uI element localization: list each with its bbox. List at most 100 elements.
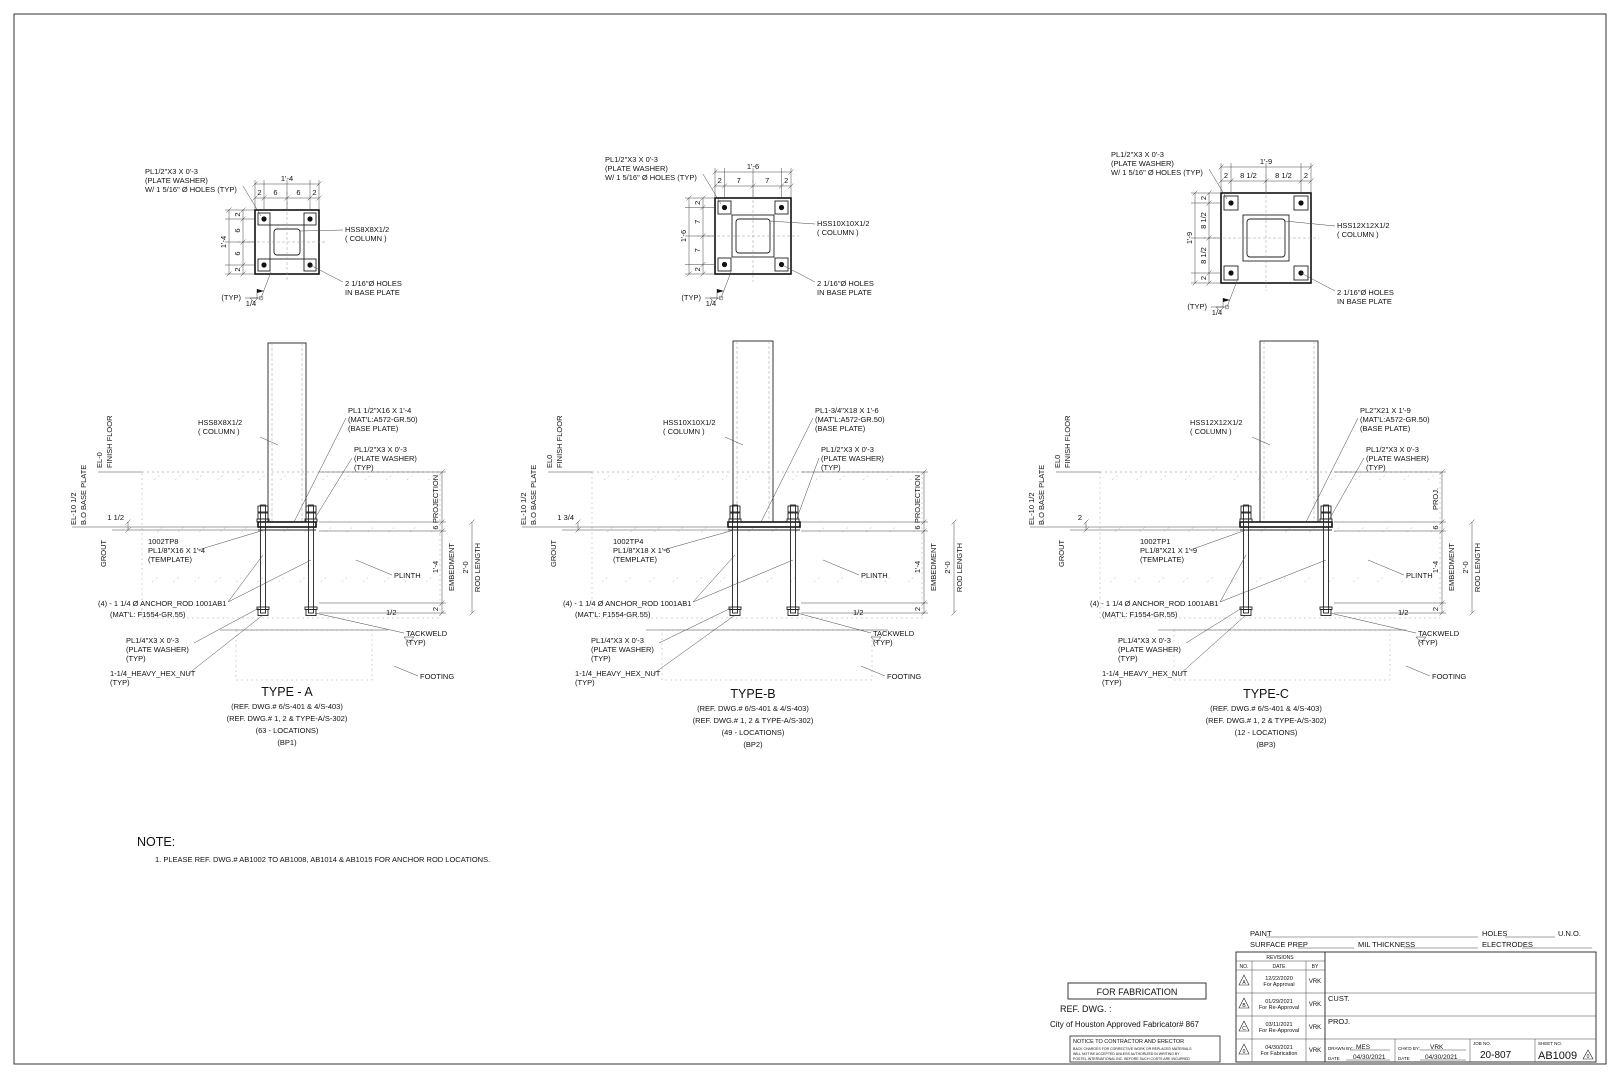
- el-0-label: EL0: [1053, 455, 1062, 468]
- concrete-hatch: [1304, 576, 1311, 583]
- anchor-rod-label: (4) - 1 1/4 Ø ANCHOR_ROD 1001AB1: [1090, 599, 1218, 608]
- concrete-hatch: [1255, 576, 1263, 583]
- concrete-hatch: [1111, 474, 1119, 481]
- anchor-rod-label: (4) - 1 1/4 Ø ANCHOR_ROD 1001AB1: [563, 599, 691, 608]
- concrete-hatch: [909, 474, 917, 481]
- concrete-hatch: [886, 474, 893, 481]
- rod-length-label: ROD LENGTH: [1473, 543, 1482, 592]
- weld-typ: (TYP): [221, 293, 241, 302]
- drawn-by: MES: [1356, 1044, 1371, 1051]
- concrete-hatch: [156, 526, 164, 533]
- weld-size: 1/4: [246, 299, 256, 308]
- concrete-hatch: [217, 474, 224, 481]
- revision-by: VRK: [1309, 1002, 1321, 1008]
- revision-desc: For Fabrication: [1261, 1051, 1298, 1057]
- tackweld-label: TACKWELD: [406, 629, 448, 638]
- concrete-hatch: [280, 474, 287, 481]
- hex-nut-bottom: [257, 609, 269, 616]
- nut-leader: [652, 614, 736, 675]
- detail-title-group: TYPE-C(REF. DWG.# 6/S-401 & 4/S-403)(REF…: [1206, 687, 1327, 749]
- fillet-weld-icon: [249, 297, 259, 303]
- column-leader: [299, 229, 344, 232]
- grout-label: GROUT: [1057, 540, 1066, 568]
- plate-washer-label: W/ 1 5/16" Ø HOLES (TYP): [605, 173, 697, 182]
- anchor-rod: [1323, 504, 1329, 614]
- holes-label: IN BASE PLATE: [1337, 297, 1392, 306]
- uno-label: U.N.O.: [1558, 929, 1581, 938]
- concrete-hatch: [174, 474, 182, 481]
- fabrication-stamp: FOR FABRICATION REF. DWG. : City of Hous…: [1050, 982, 1207, 1029]
- hex-nut-top: [257, 505, 269, 513]
- column-leader: [769, 220, 816, 225]
- base-plate-elevation: [727, 521, 801, 528]
- weld-typ: (TYP): [681, 293, 701, 302]
- concrete-hatch: [724, 526, 731, 533]
- note-item: 1. PLEASE REF. DWG.# AB1002 TO AB1008, A…: [155, 855, 490, 864]
- concrete-hatch: [1425, 576, 1433, 583]
- dim-segment-side: 7: [693, 220, 702, 224]
- dim-overall-top: 1'-9: [1260, 157, 1272, 166]
- plate-washer-elev-label: (TYP): [354, 463, 374, 472]
- concrete-hatch: [603, 474, 611, 481]
- anchor-hole: [1228, 270, 1234, 276]
- template-label: 1002TP8: [148, 537, 178, 546]
- concrete-hatch: [1136, 474, 1143, 481]
- grout-dim: 1 3/4: [557, 513, 574, 522]
- concrete-hatch: [304, 526, 311, 533]
- revision-desc: For Approval: [1263, 982, 1294, 988]
- drawn-by-label: DRAWN BY:: [1328, 1046, 1353, 1051]
- revision-no: B: [1242, 1003, 1246, 1009]
- dim-overall-side: 1'-4: [219, 236, 228, 248]
- embedment-dim: 1'-4: [913, 561, 922, 573]
- dim-tick: [1469, 519, 1475, 525]
- concrete-hatch: [625, 576, 632, 583]
- detail-ref: (12 - LOCATIONS): [1235, 728, 1298, 737]
- concrete-hatch: [650, 474, 658, 481]
- template-label: PL1/8"X18 X 1'-6: [613, 546, 670, 555]
- concrete-hatch: [195, 474, 203, 481]
- paint-label: PAINT: [1250, 929, 1272, 938]
- hex-nut-top: [305, 512, 317, 520]
- nut-leader: [1179, 614, 1247, 675]
- concrete-hatch: [695, 576, 703, 583]
- concrete-hatch: [220, 526, 227, 533]
- template-leader: [1189, 529, 1247, 551]
- base-plate-label: PL2"X21 X 1'-9: [1360, 406, 1411, 415]
- plate-washer-elev-label: (PLATE WASHER): [354, 454, 417, 463]
- concrete-hatch: [748, 526, 755, 533]
- plate-washer-elev: [1319, 518, 1333, 523]
- revision-no: 0: [1243, 1049, 1246, 1055]
- revision-desc: For Re-Approval: [1259, 1005, 1299, 1011]
- tackweld-label: TACKWELD: [873, 629, 915, 638]
- concrete-hatch: [299, 576, 306, 583]
- plate-washer: [303, 212, 317, 226]
- concrete-hatch: [1260, 526, 1268, 533]
- nut-label: (TYP): [110, 678, 130, 687]
- hex-nut-top: [787, 512, 799, 520]
- sheet-rev-triangle-icon: [1582, 1049, 1594, 1060]
- revision-no: C: [1242, 1026, 1246, 1032]
- rod-leader: [692, 559, 794, 603]
- detail-ref: (REF. DWG.# 1, 2 & TYPE-A/S-302): [693, 716, 814, 725]
- hex-nut-top: [729, 512, 741, 520]
- concrete-hatch: [278, 576, 285, 583]
- hex-nut-top: [1240, 505, 1252, 513]
- plate-washer-label: W/ 1 5/16" Ø HOLES (TYP): [145, 185, 237, 194]
- plate-washer-label: PL1/2"X3 X 0'-3: [605, 155, 658, 164]
- column-elev-label: ( COLUMN ): [663, 427, 705, 436]
- tackweld-leader: [314, 612, 405, 634]
- detail-title-group: TYPE - A(REF. DWG.# 6/S-401 & 4/S-403)(R…: [227, 685, 348, 747]
- hex-nut-bottom: [729, 609, 741, 616]
- concrete-hatch: [677, 526, 684, 533]
- rod-leader: [1219, 559, 1327, 603]
- holes-label: HOLES: [1482, 929, 1507, 938]
- concrete-hatch: [262, 526, 269, 533]
- concrete-hatch: [815, 474, 823, 481]
- revision-desc: For Re-Approval: [1259, 1028, 1299, 1034]
- footing-leader: [1405, 665, 1431, 677]
